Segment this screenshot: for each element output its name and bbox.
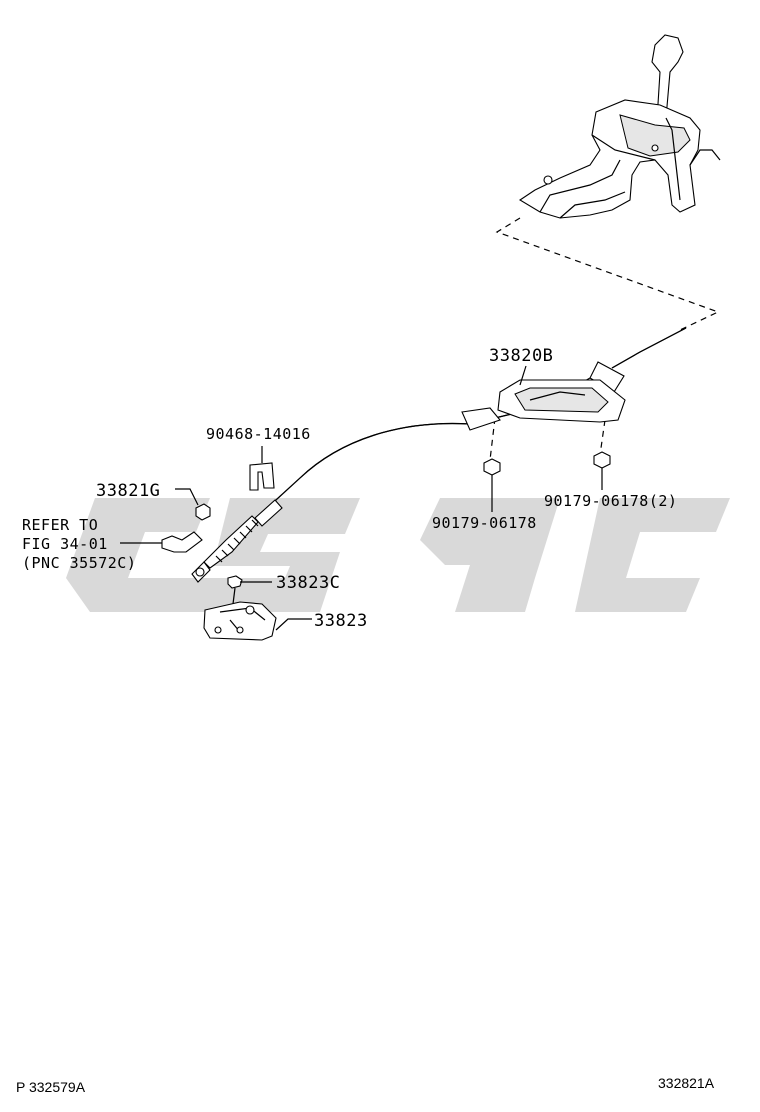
clip-drawing — [249, 462, 275, 491]
refer-bracket-drawing — [161, 531, 205, 577]
callout-33820b: 33820B — [489, 346, 553, 366]
callout-33821g: 33821G — [96, 481, 160, 501]
leader-lines — [120, 365, 603, 631]
refer-line-1: REFER TO — [22, 516, 98, 534]
footer-right-code: 332821A — [658, 1075, 715, 1091]
bolt-drawing — [227, 575, 243, 605]
bracket-33823-drawing — [203, 601, 277, 641]
nut-33821g-drawing — [195, 503, 211, 521]
bezel-drawing — [497, 379, 626, 423]
watermark-logo — [66, 498, 730, 612]
shift-lever-assembly-drawing — [518, 34, 721, 219]
nut-right-drawing — [593, 451, 611, 469]
nut-center-drawing — [483, 458, 501, 476]
refer-line-3: (PNC 35572C) — [22, 554, 136, 572]
callout-33823: 33823 — [314, 611, 368, 631]
dashed-connection-lines — [489, 217, 720, 461]
callout-90179-06178-2: 90179-06178(2) — [544, 492, 677, 510]
footer-left-code: P 332579A — [16, 1079, 86, 1095]
callout-90468-14016: 90468-14016 — [206, 425, 311, 443]
refer-line-2: FIG 34-01 — [22, 535, 108, 553]
callout-33823c: 33823C — [276, 573, 340, 593]
callout-90179-06178: 90179-06178 — [432, 514, 537, 532]
